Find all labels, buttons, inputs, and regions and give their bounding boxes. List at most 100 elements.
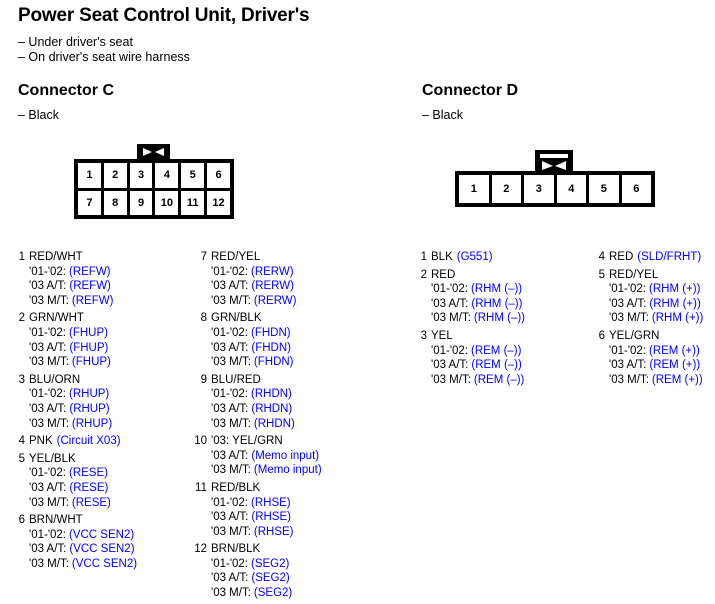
pin-variant-line: '03 A/T:(RESE) — [29, 481, 190, 496]
pin-cell: 1 — [78, 163, 101, 188]
pin-wire-color: GRN/BLK — [211, 312, 262, 325]
pin-cell: 6 — [618, 175, 651, 203]
pin-wire-color: YEL/BLK — [29, 452, 76, 465]
pin-variant-label: '03 A/T: — [609, 297, 647, 310]
pin-circuit-code: (RHDN) — [253, 417, 295, 430]
pin-circuit-code: (RERW) — [253, 294, 297, 307]
pin-variant-line: '03 M/T:(REM (+)) — [609, 373, 715, 388]
pin-number: 5 — [598, 268, 605, 281]
pin-variant-line: '03 M/T:(RHUP) — [29, 417, 190, 432]
pin-variant-list: '01-'02:(RERW)'03 A/T:(RERW)'03 M/T:(RER… — [211, 265, 392, 309]
pin-variant-label: '03 A/T: — [609, 359, 647, 372]
pin-variant-line: '03 A/T:(REM (–)) — [431, 358, 587, 373]
pin-circuit-code: (Circuit X03) — [56, 435, 121, 448]
pin-variant-line: '03 A/T:(REFW) — [29, 279, 190, 294]
pin-variant-label: '03 A/T: — [29, 280, 67, 293]
pin-circuit-code: (RHSE) — [253, 525, 294, 538]
pin-variant-label: '03 A/T: — [29, 481, 67, 494]
header-note-line: – Under driver's seat — [18, 35, 133, 49]
connector-d-heading: Connector D — [422, 82, 518, 99]
pin-variant-line: '03 M/T:(SEG2) — [211, 586, 392, 601]
pin-number: 12 — [194, 543, 207, 556]
pin-circuit-code: (REFW) — [69, 280, 111, 293]
pin-variant-label: '01-'02: — [431, 344, 468, 357]
pin-circuit-code: (FHUP) — [71, 356, 111, 369]
pin-variant-label: '03 M/T: — [211, 294, 251, 307]
pin-variant-line: '03 M/T:(Memo input) — [211, 463, 392, 478]
pin-entry-header: 2 RED — [412, 268, 587, 283]
pin-wire-color: GRN/WHT — [29, 312, 84, 325]
pin-circuit-code: (VCC SEN2) — [71, 557, 138, 570]
pin-variant-label: '03 A/T: — [431, 297, 469, 310]
pin-variant-line: '01-'02:(RHUP) — [29, 387, 190, 402]
pin-circuit-code: (REM (+)) — [649, 344, 700, 357]
pin-variant-line: '03 M/T:(REFW) — [29, 294, 190, 309]
pin-cell: 5 — [586, 175, 619, 203]
pin-variant-label: '03 M/T: — [609, 312, 649, 325]
pin-variant-label: '03 M/T: — [609, 373, 649, 386]
pin-variant-line: '03 M/T:(RESE) — [29, 496, 190, 511]
pin-circuit-code: (RESE) — [69, 467, 108, 480]
pin-variant-line: '03 A/T:(RHM (+)) — [609, 297, 715, 312]
pin-cell: 8 — [100, 190, 127, 215]
pin-cell: 2 — [488, 175, 521, 203]
pin-variant-label: '03 A/T: — [211, 449, 249, 462]
pin-circuit-code: (SLD/FRHT) — [637, 251, 702, 263]
pin-variant-label: '01-'02: — [211, 326, 248, 339]
pin-circuit-code: (VCC SEN2) — [69, 528, 135, 541]
pin-circuit-code: (RHUP) — [71, 417, 113, 430]
pin-wire-color: '03: YEL/GRN — [211, 435, 283, 448]
pin-wire-color: BRN/WHT — [29, 514, 83, 527]
pin-variant-line: '03 M/T:(RHDN) — [211, 417, 392, 432]
pin-wire-color: RED/YEL — [211, 251, 261, 263]
pin-variant-line: '03 A/T:(RERW) — [211, 279, 392, 294]
connector-c-heading: Connector C — [18, 82, 114, 99]
pin-circuit-code: (SEG2) — [251, 572, 290, 585]
pin-variant-label: '03 M/T: — [431, 312, 471, 325]
pin-wire-color: RED — [431, 268, 456, 281]
pin-cell: 12 — [204, 190, 230, 215]
pin-variant-list: '01-'02:(VCC SEN2)'03 A/T:(VCC SEN2)'03 … — [29, 528, 190, 572]
pin-variant-line: '01-'02:(SEG2) — [211, 557, 392, 572]
pin-variant-list: '01-'02:(FHDN)'03 A/T:(FHDN)'03 M/T:(FHD… — [211, 326, 392, 370]
pin-variant-list: '03 A/T:(Memo input)'03 M/T:(Memo input) — [211, 449, 392, 478]
pin-circuit-code: (FHUP) — [69, 326, 108, 339]
pin-variant-label: '01-'02: — [609, 283, 646, 296]
pin-variant-label: '03 M/T: — [211, 464, 251, 477]
pin-circuit-code: (RESE) — [71, 496, 111, 509]
pin-variant-line: '01-'02:(RHSE) — [211, 496, 392, 511]
pin-variant-label: '03 M/T: — [211, 525, 251, 538]
pin-variant-list: '01-'02:(REM (+))'03 A/T:(REM (+))'03 M/… — [609, 344, 715, 388]
pin-variant-label: '03 A/T: — [211, 341, 249, 354]
pin-variant-label: '03 A/T: — [211, 511, 249, 524]
pin-circuit-code: (Memo input) — [251, 449, 320, 462]
pin-number: 8 — [200, 312, 207, 325]
pin-circuit-code: (FHUP) — [69, 341, 109, 354]
pin-variant-line: '03 A/T:(FHUP) — [29, 341, 190, 356]
pin-circuit-code: (RHUP) — [69, 402, 110, 415]
pin-variant-line: '03 M/T:(FHUP) — [29, 355, 190, 370]
pin-cell: 5 — [178, 163, 205, 188]
pin-number: 2 — [420, 268, 427, 281]
pin-variant-label: '03 A/T: — [29, 402, 67, 415]
pin-circuit-code: (RHM (–)) — [473, 312, 526, 325]
pin-wire-color: PNK — [29, 435, 53, 448]
pin-circuit-code: (REM (+)) — [651, 373, 703, 386]
